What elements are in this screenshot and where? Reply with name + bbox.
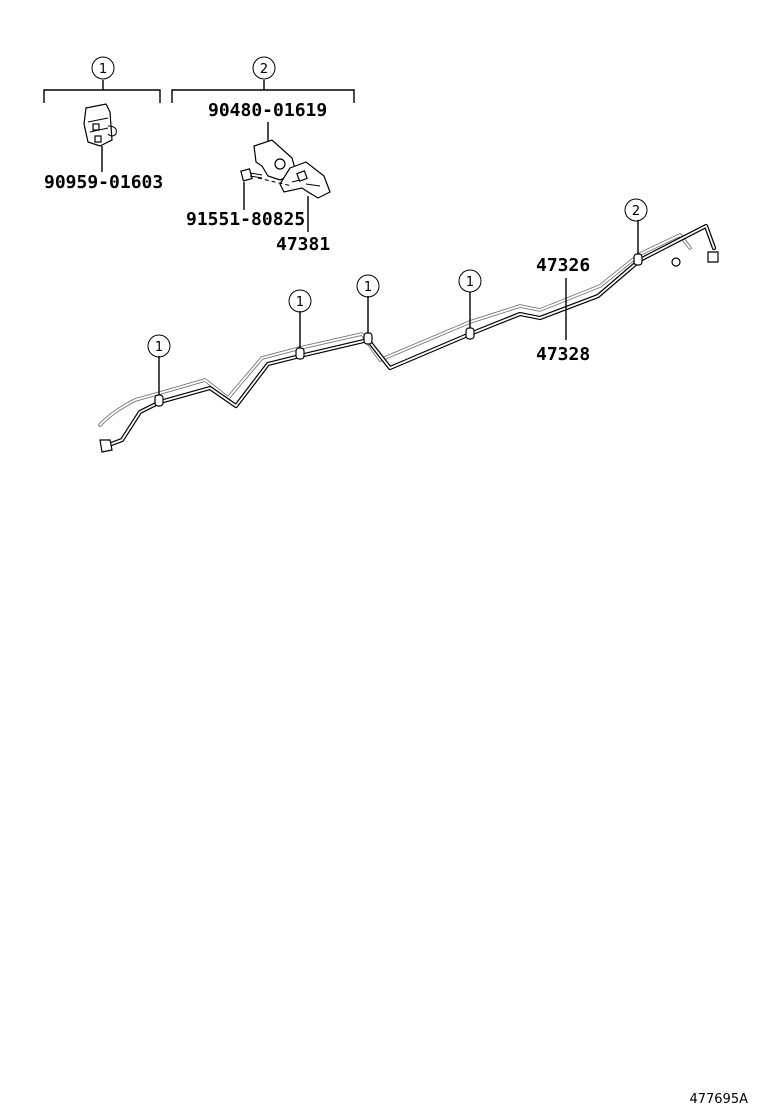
part-label-bolt[interactable]: 91551-80825 xyxy=(186,209,305,230)
group-1-callout[interactable]: 1 xyxy=(91,56,115,80)
group-2-callout[interactable]: 2 xyxy=(252,56,276,80)
group-2-header: 2 xyxy=(171,56,355,103)
part-label-pipe-upper[interactable]: 47326 xyxy=(536,255,590,276)
group-1-header: 1 xyxy=(43,56,161,103)
bracket-assembly-image xyxy=(240,139,331,199)
group-1-callout-number: 1 xyxy=(99,62,107,77)
part-label-bracket[interactable]: 47381 xyxy=(276,234,330,255)
clamp-part-image xyxy=(83,103,117,147)
pipe-clamp-callout-1[interactable]: 1 xyxy=(147,334,171,407)
pipe-clamp-number: 1 xyxy=(466,275,474,290)
pipe-clamp-callout-4[interactable]: 1 xyxy=(458,269,482,340)
part-label-pipe-lower[interactable]: 47328 xyxy=(536,344,590,365)
pipe-bracket-callout[interactable]: 2 xyxy=(624,198,648,266)
part-label-bracket-clamp[interactable]: 90480-01619 xyxy=(208,100,327,121)
pipe-bracket-number: 2 xyxy=(632,204,640,219)
pipe-clamp-number: 1 xyxy=(155,340,163,355)
pipe-clamp-number: 1 xyxy=(296,295,304,310)
pipe-clamp-callout-3[interactable]: 1 xyxy=(356,274,380,345)
part-label-clamp[interactable]: 90959-01603 xyxy=(44,172,163,193)
brake-pipe xyxy=(98,223,719,453)
pipe-clamp-callout-2[interactable]: 1 xyxy=(288,289,312,360)
illustration-reference-code: 477695A xyxy=(689,1092,748,1107)
pipe-clamp-number: 1 xyxy=(364,280,372,295)
group-2-callout-number: 2 xyxy=(260,62,268,77)
